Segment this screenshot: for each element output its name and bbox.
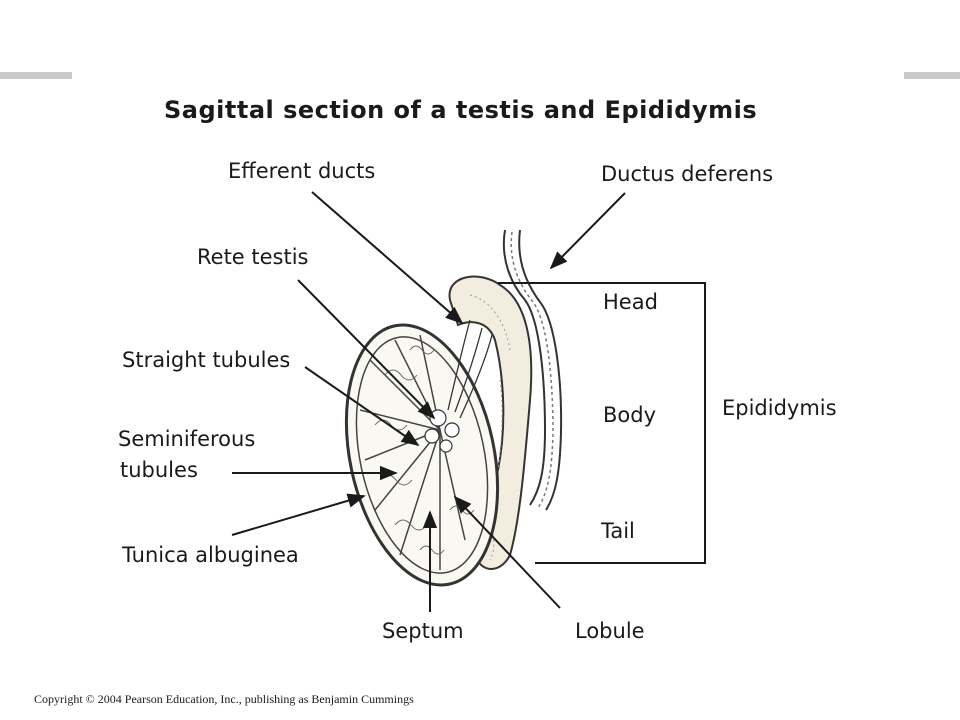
ductus-deferens-leader bbox=[549, 192, 626, 270]
rete-testis-leader bbox=[297, 279, 436, 420]
label-body: Body bbox=[603, 403, 657, 427]
straight-tubules-leader bbox=[304, 366, 420, 447]
label-septum: Septum bbox=[382, 619, 464, 643]
diagram-title: Sagittal section of a testis and Epididy… bbox=[164, 96, 758, 124]
label-seminiferous-tubules: tubules bbox=[120, 458, 198, 482]
label-ductus-deferens: Ductus deferens bbox=[601, 162, 774, 186]
testis-shape bbox=[344, 319, 500, 587]
slide-decoration-bar-right bbox=[904, 72, 960, 79]
ductus-deferens-shape bbox=[502, 229, 563, 511]
label-tunica-albuginea: Tunica albuginea bbox=[122, 543, 299, 567]
label-epididymis: Epididymis bbox=[722, 396, 837, 420]
label-seminiferous: Seminiferous bbox=[118, 427, 256, 451]
efferent-ducts-leader bbox=[311, 191, 464, 325]
tunica-albuginea-leader bbox=[231, 493, 366, 536]
slide-decoration-bar-left bbox=[0, 72, 72, 79]
lobule-leader bbox=[453, 495, 561, 609]
label-lobule: Lobule bbox=[575, 619, 645, 643]
label-straight-tubules: Straight tubules bbox=[122, 348, 291, 372]
epididymis-bracket bbox=[498, 282, 706, 564]
label-tail: Tail bbox=[601, 519, 635, 543]
label-head: Head bbox=[603, 290, 658, 314]
label-rete-testis: Rete testis bbox=[197, 245, 309, 269]
copyright-notice: Copyright © 2004 Pearson Education, Inc.… bbox=[34, 692, 414, 706]
label-efferent-ducts: Efferent ducts bbox=[228, 159, 376, 183]
